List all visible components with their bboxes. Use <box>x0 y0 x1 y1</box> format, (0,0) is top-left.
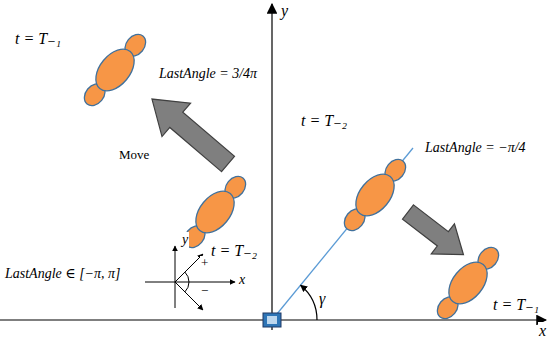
radar-icon-window <box>267 316 277 324</box>
negative-direction <box>175 282 203 310</box>
y-axis <box>271 4 272 330</box>
move-arrow <box>138 82 243 180</box>
range-label: LastAngle ∈ [−π, π] <box>4 266 122 282</box>
time-label: t = T₋₂ <box>210 242 258 260</box>
sign-label: + <box>200 256 209 271</box>
positive-direction <box>175 254 203 282</box>
target-object <box>335 151 414 238</box>
axis-label: y <box>181 232 189 248</box>
target-object <box>75 26 154 113</box>
bearing-line <box>272 148 413 320</box>
move-arrow <box>396 197 475 270</box>
time-label: t = T₋₁ <box>492 296 540 314</box>
radar-icon <box>263 313 281 327</box>
axis-label: y <box>280 2 289 20</box>
angle-symbol: γ <box>318 290 326 308</box>
axis-label: x <box>538 322 547 340</box>
move-label: Move <box>118 148 150 163</box>
inset-x-axis <box>145 282 235 283</box>
sign-label: − <box>200 284 209 299</box>
time-label: t = T₋₂ <box>300 112 348 130</box>
axis-label: x <box>238 272 246 288</box>
angle-label: LastAngle = 3/4π <box>158 66 258 82</box>
inset-arc <box>185 272 189 292</box>
angle-label: LastAngle = −π/4 <box>424 140 527 156</box>
time-label: t = T₋₁ <box>14 30 62 48</box>
angle-arc <box>301 285 317 320</box>
inset-y-axis <box>175 246 176 308</box>
